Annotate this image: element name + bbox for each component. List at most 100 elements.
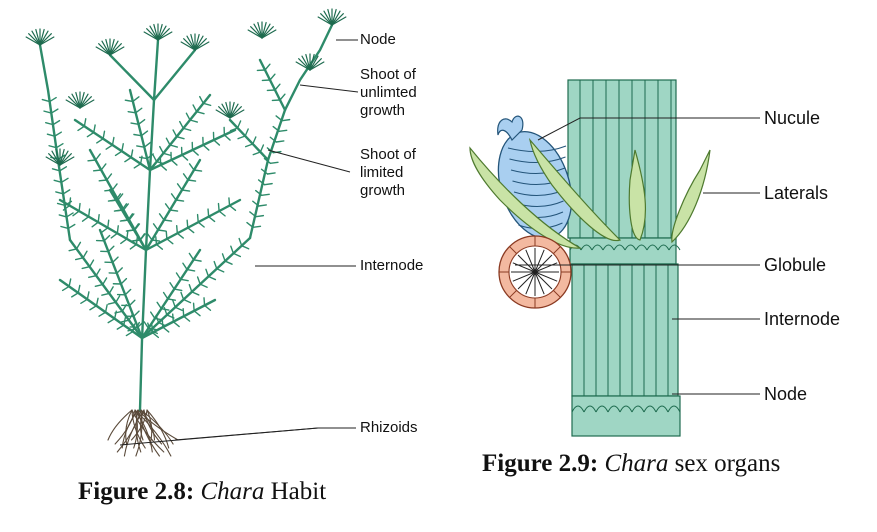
branchlet	[188, 180, 196, 181]
caption-genus: Chara	[604, 450, 668, 477]
branchlet	[148, 234, 152, 240]
branchlet	[83, 251, 87, 258]
branchlet	[101, 164, 106, 170]
branchlet	[173, 300, 176, 307]
globule-shield-rays	[511, 248, 559, 296]
branchlet	[203, 103, 210, 105]
branchlet	[124, 318, 126, 325]
branchlet	[134, 164, 140, 168]
branchlet	[204, 298, 205, 306]
label-laterals: Laterals	[764, 183, 828, 203]
label-shoot-limited-3: growth	[360, 182, 405, 199]
branchlet	[208, 276, 215, 279]
branchlet	[162, 320, 163, 328]
branchlet	[125, 158, 131, 162]
branchlet	[183, 309, 184, 317]
branchlet	[55, 132, 61, 136]
branchlet	[233, 253, 240, 256]
branchlet	[193, 150, 199, 155]
upper-node-band	[570, 238, 676, 264]
branchlet	[260, 145, 263, 152]
branchlet	[166, 204, 170, 210]
apical-tufts	[26, 9, 346, 165]
rhizoid-cluster	[108, 410, 178, 456]
branchlet	[265, 184, 273, 185]
branchlet	[214, 262, 217, 269]
branchlet	[170, 145, 177, 147]
branchlet	[253, 137, 256, 144]
caption-figure-2-9: Figure 2.9: Chara sex organs	[482, 450, 780, 478]
branchlet	[203, 145, 209, 150]
branchlet	[96, 269, 100, 276]
label-node-left: Node	[360, 31, 396, 48]
branchlet	[262, 194, 270, 195]
branchlet	[96, 298, 98, 305]
branchlet	[130, 244, 136, 249]
branchlet	[259, 205, 267, 206]
caption-number: Figure 2.8:	[78, 478, 194, 505]
globule	[499, 236, 571, 308]
branchlet	[106, 305, 108, 312]
branchlet	[56, 144, 62, 148]
branchlet	[60, 167, 66, 171]
label-shoot-limited-1: Shoot of	[360, 146, 417, 163]
branchlet	[81, 299, 87, 303]
lateral-4	[672, 150, 710, 242]
branchlet	[177, 233, 183, 238]
branchlet	[253, 226, 261, 227]
branchlet	[187, 220, 188, 228]
branchlet	[133, 97, 139, 102]
branchlet	[73, 211, 79, 216]
branchlet	[63, 286, 69, 290]
branchlet	[156, 237, 157, 245]
branchlet	[141, 131, 147, 136]
branchlet	[115, 151, 121, 155]
branchlet	[282, 120, 290, 121]
branchlet	[170, 283, 174, 289]
branchlet	[183, 263, 187, 269]
branchlet	[83, 217, 89, 222]
label-shoot-limited-2: limited	[360, 164, 403, 181]
branchlet	[112, 184, 117, 190]
branchlet	[238, 121, 241, 128]
caption-rest: sex organs	[675, 450, 781, 477]
branchlet	[157, 302, 161, 308]
branchlet	[167, 239, 173, 244]
branchlet	[129, 300, 134, 305]
branchlet	[279, 130, 287, 131]
branchlet	[265, 64, 270, 70]
branchlet	[140, 234, 144, 240]
branchlet	[106, 145, 112, 149]
branchlet	[76, 258, 83, 260]
branchlet	[63, 190, 69, 194]
branchlet	[102, 228, 108, 233]
branchlet	[168, 299, 175, 300]
branchlet	[172, 194, 176, 200]
branchlet	[174, 289, 181, 290]
branchlet	[152, 325, 153, 333]
caption-figure-2-8: Figure 2.8: Chara Habit	[78, 478, 326, 506]
branchlet	[193, 105, 197, 112]
branchlet	[183, 128, 190, 130]
branchlet	[89, 209, 90, 217]
branchlet	[208, 209, 209, 217]
branchlet	[87, 133, 93, 137]
branchlet	[214, 140, 220, 145]
branchlet	[171, 160, 177, 165]
branchlet	[78, 126, 84, 130]
branchlet	[178, 184, 182, 190]
branchlet	[280, 94, 285, 100]
branchlet	[205, 305, 211, 310]
branchlet	[231, 246, 234, 253]
branchlet	[217, 269, 224, 272]
branchlet	[82, 267, 89, 269]
branchlet	[116, 296, 120, 303]
branchlet	[90, 306, 96, 310]
branchlet	[109, 287, 113, 294]
branchlet	[173, 130, 177, 137]
branchlet	[96, 154, 101, 160]
branchlet	[170, 210, 178, 211]
branchlet	[194, 311, 200, 316]
branchlet	[175, 307, 182, 310]
branchlet	[108, 302, 115, 304]
